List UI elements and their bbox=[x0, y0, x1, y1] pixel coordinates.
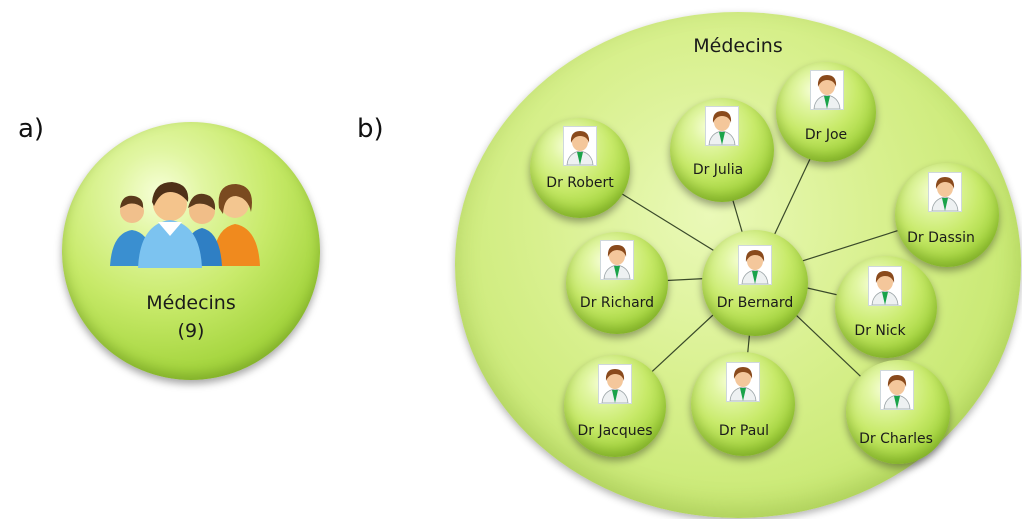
node-label-dassin: Dr Dassin bbox=[907, 230, 975, 246]
doctor-avatar-icon bbox=[738, 245, 772, 285]
node-label-charles: Dr Charles bbox=[859, 431, 933, 447]
doctor-avatar-icon bbox=[880, 370, 914, 410]
node-label-joe: Dr Joe bbox=[804, 127, 848, 143]
node-label-robert: Dr Robert bbox=[546, 175, 614, 191]
doctor-avatar-icon bbox=[600, 240, 634, 280]
panel-b-label: b) bbox=[357, 114, 384, 144]
doctor-avatar-icon bbox=[810, 70, 844, 110]
doctor-avatar-icon bbox=[705, 106, 739, 146]
node-label-julia: Dr Julia bbox=[692, 162, 744, 178]
group-title: Médecins bbox=[146, 292, 236, 314]
doctor-avatar-icon bbox=[928, 172, 962, 212]
node-label-bernard: Dr Bernard bbox=[716, 295, 794, 311]
group-count: (9) bbox=[177, 320, 205, 342]
doctor-avatar-icon bbox=[563, 126, 597, 166]
panel-a-label: a) bbox=[18, 114, 45, 144]
node-label-jacques: Dr Jacques bbox=[577, 423, 653, 439]
doctor-avatar-icon bbox=[868, 266, 902, 306]
doctor-avatar-icon bbox=[598, 364, 632, 404]
group-of-people-icon bbox=[108, 178, 268, 268]
expanded-group-title: Médecins bbox=[693, 35, 783, 57]
doctor-avatar-icon bbox=[726, 362, 760, 402]
node-label-paul: Dr Paul bbox=[718, 423, 770, 439]
node-label-richard: Dr Richard bbox=[579, 295, 655, 311]
node-label-nick: Dr Nick bbox=[854, 323, 906, 339]
